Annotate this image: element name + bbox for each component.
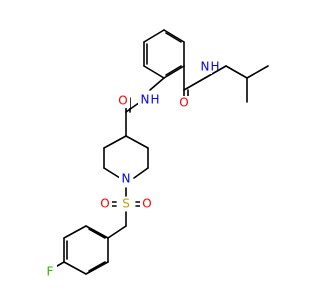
amide-nitrogen-top: N <box>201 60 210 74</box>
amide-hydrogen-top: H <box>210 60 219 74</box>
carboxamide-oxygen: O <box>118 94 127 108</box>
bond-layer <box>51 29 269 275</box>
bond <box>103 167 121 179</box>
bond <box>125 135 149 149</box>
sulfonyl-sulfur: S <box>122 197 130 211</box>
label-bg <box>116 94 130 108</box>
label-bg <box>119 172 133 186</box>
label-bg <box>140 197 154 211</box>
bond <box>143 29 165 43</box>
molecule-canvas: O N H N H O N S O O F <box>43 29 269 279</box>
piperidine-nitrogen: N <box>122 172 131 186</box>
bond <box>149 77 165 91</box>
bond <box>183 77 206 91</box>
bond <box>88 261 106 272</box>
bond <box>88 228 106 239</box>
atom-label-layer: O N H N H O N S O O F <box>43 60 220 279</box>
aryl-nitrogen: N <box>141 93 150 107</box>
bond <box>107 225 127 239</box>
label-bg <box>119 197 133 211</box>
bond <box>165 65 182 76</box>
molecule-structure: O N H N H O N S O O F <box>43 29 269 279</box>
bond <box>246 65 269 79</box>
bond <box>204 65 227 79</box>
bond <box>85 261 109 275</box>
aryl-hydrogen: H <box>150 93 159 107</box>
bond <box>63 225 87 239</box>
label-bg <box>177 96 191 110</box>
label-bg <box>198 60 212 74</box>
bond <box>133 167 149 179</box>
label-bg <box>43 265 57 279</box>
sulfonyl-oxygen-right: O <box>142 197 151 211</box>
bond <box>85 225 109 239</box>
bond <box>103 135 127 149</box>
bond <box>225 65 248 79</box>
bond <box>63 261 87 275</box>
bond <box>163 29 185 43</box>
bond <box>143 65 165 79</box>
fluorine-atom: F <box>47 265 54 279</box>
label-bg <box>138 94 152 108</box>
label-bg <box>98 197 112 211</box>
bond <box>165 32 182 43</box>
amide-oxygen-top: O <box>179 96 188 110</box>
sulfonyl-oxygen-left: O <box>100 197 109 211</box>
bond <box>163 65 185 79</box>
